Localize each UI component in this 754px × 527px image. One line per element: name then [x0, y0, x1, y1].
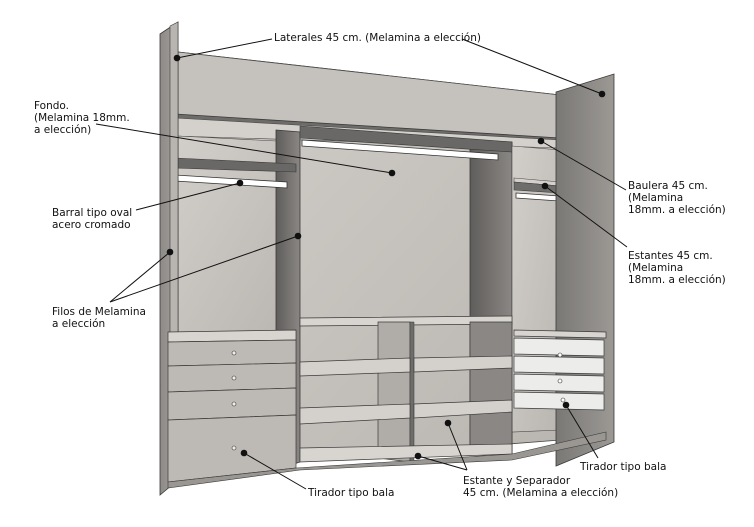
middle-shelving: [299, 315, 513, 463]
label-tirador-bottom: Tirador tipo bala: [308, 487, 395, 499]
leader-barral: [135, 182, 241, 211]
knob-7: [560, 397, 566, 403]
knob-6: [557, 378, 563, 384]
leader-fondo: [95, 123, 393, 174]
knob-2: [231, 375, 237, 381]
knob-4: [231, 445, 237, 451]
leader-dots: [166, 54, 606, 460]
label-fondo: Fondo. (Melamina 18mm. a elección): [34, 100, 130, 136]
knob-1: [231, 350, 237, 356]
label-laterales: Laterales 45 cm. (Melamina a elección): [274, 32, 481, 44]
leader-estante-1: [417, 455, 468, 471]
drawers-left: [167, 329, 297, 483]
leader-tirador-right: [565, 404, 599, 459]
label-tirador-right: Tirador tipo bala: [580, 461, 667, 473]
leader-tirador-bottom: [243, 452, 307, 490]
leader-filos-2: [109, 235, 299, 303]
knob-3: [231, 401, 237, 407]
leader-baulera: [540, 140, 627, 191]
label-filos: Filos de Melamina a elección: [52, 306, 146, 330]
rod-middle: [301, 139, 499, 161]
label-barral: Barral tipo oval acero cromado: [52, 207, 133, 231]
leader-laterales-right: [461, 38, 603, 95]
leader-estante-2: [447, 422, 468, 471]
leader-filos-1: [109, 251, 171, 303]
drawers-right: [513, 329, 607, 411]
leader-lines: [95, 38, 628, 490]
label-baulera: Baulera 45 cm. (Melamina 18mm. a elecció…: [628, 180, 726, 216]
leader-laterales-left: [176, 38, 273, 59]
label-estantes: Estantes 45 cm. (Melamina 18mm. a elecci…: [628, 250, 726, 286]
knob-5: [557, 352, 563, 358]
base-plinth: [167, 431, 607, 489]
leader-estantes: [544, 185, 628, 248]
label-estante-separador: Estante y Separador 45 cm. (Melamina a e…: [463, 475, 619, 499]
